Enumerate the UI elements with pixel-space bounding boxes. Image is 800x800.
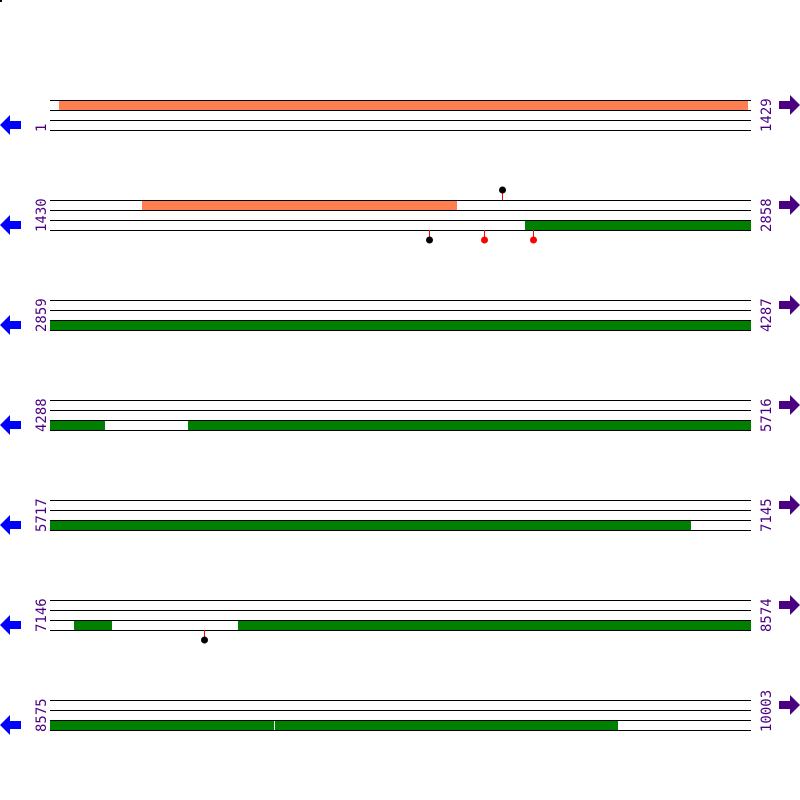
feature-bar-fill [238, 621, 751, 630]
feature-bar-fill [188, 421, 751, 430]
marker-pin[interactable] [201, 636, 208, 644]
arrow-left-icon[interactable] [0, 415, 21, 435]
arrow-left-icon[interactable] [0, 115, 21, 135]
arrow-left-icon[interactable] [0, 215, 21, 235]
feature-bar-fill [525, 221, 751, 230]
arrow-right-icon[interactable] [779, 295, 800, 315]
start-position-label: 4288 [34, 398, 50, 432]
marker-pin[interactable] [426, 236, 433, 244]
end-position-label: 10003 [759, 690, 775, 732]
feature-bar-fill [50, 321, 751, 330]
feature-bar-fill [275, 721, 618, 730]
feature-bar-fill [142, 201, 457, 210]
start-position-label: 8575 [34, 698, 50, 732]
feature-bar-fill [74, 621, 112, 630]
arrow-left-icon[interactable] [0, 715, 21, 735]
feature-bar-fill [50, 721, 274, 730]
feature-bar-fill [50, 521, 691, 530]
arrow-left-icon[interactable] [0, 315, 21, 335]
track-row: 1 1429 [0, 95, 800, 135]
start-position-label: 1 [34, 124, 50, 132]
feature-bar-fill [50, 421, 105, 430]
arrow-right-icon[interactable] [779, 495, 800, 515]
arrow-right-icon[interactable] [779, 695, 800, 715]
rows-container: 1 1429 1430 2858 2859 4287 4288 5716 5717 7145 714… [0, 95, 800, 735]
arrow-right-icon[interactable] [779, 195, 800, 215]
marker-pin[interactable] [530, 236, 537, 244]
start-position-label: 5717 [34, 498, 50, 532]
corner-dot [0, 0, 2, 2]
feature-bar-fill [59, 101, 748, 110]
track-row: 4288 5716 [0, 395, 800, 435]
arrow-right-icon[interactable] [779, 395, 800, 415]
track-row: 2859 4287 [0, 295, 800, 335]
track-row: 7146 8574 [0, 595, 800, 644]
end-position-label: 4287 [759, 298, 775, 332]
start-position-label: 1430 [34, 198, 50, 232]
end-position-label: 2858 [759, 198, 775, 232]
arrow-right-icon[interactable] [779, 595, 800, 615]
arrow-right-icon[interactable] [779, 95, 800, 115]
track-row: 1430 2858 [0, 186, 800, 244]
end-position-label: 8574 [759, 598, 775, 632]
arrow-left-icon[interactable] [0, 615, 21, 635]
end-position-label: 7145 [759, 498, 775, 532]
end-position-label: 1429 [759, 98, 775, 132]
end-position-label: 5716 [759, 398, 775, 432]
marker-pin[interactable] [481, 236, 488, 244]
marker-pin[interactable] [499, 186, 506, 194]
start-position-label: 2859 [34, 298, 50, 332]
start-position-label: 7146 [34, 598, 50, 632]
track-row: 5717 7145 [0, 495, 800, 535]
arrow-left-icon[interactable] [0, 515, 21, 535]
track-row: 8575 10003 [0, 690, 800, 735]
